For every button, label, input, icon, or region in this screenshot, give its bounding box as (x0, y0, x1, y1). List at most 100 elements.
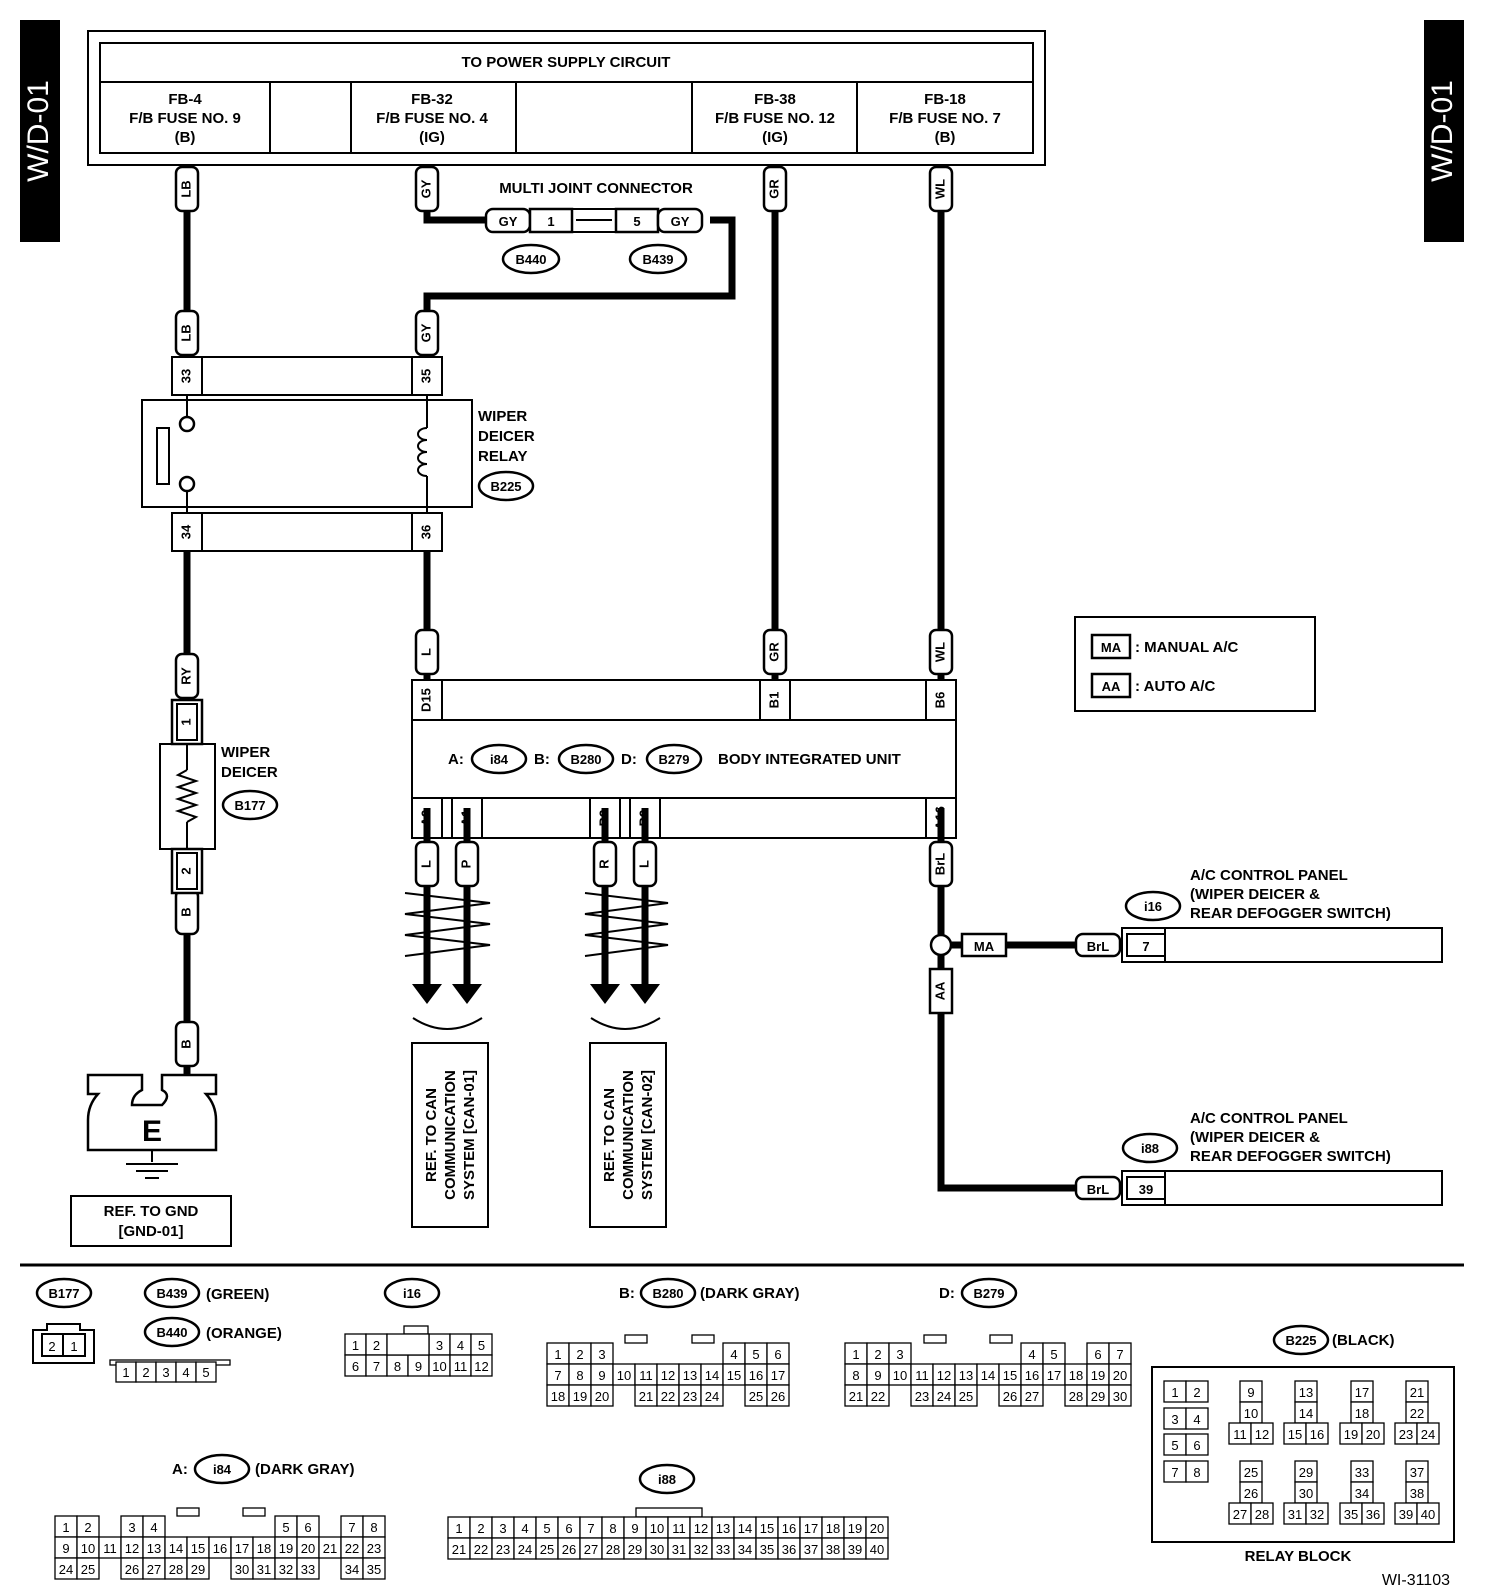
ground-ref: REF. TO GND (104, 1203, 199, 1220)
pin-number: 31 (672, 1542, 686, 1557)
pin-number: 35 (1344, 1507, 1358, 1522)
pin-number: 17 (804, 1521, 818, 1536)
pin-cell (296, 1557, 320, 1580)
multi-joint-title: MULTI JOINT CONNECTOR (499, 180, 693, 197)
pin-number: 8 (852, 1368, 859, 1383)
relay-label: RELAY (478, 448, 527, 465)
svg-text:COMMUNICATION: COMMUNICATION (620, 1070, 637, 1200)
pin-number: 10 (432, 1359, 446, 1374)
pin-number: 4 (150, 1520, 157, 1535)
pin-number: 18 (1069, 1368, 1083, 1383)
pin-number: 20 (1366, 1427, 1380, 1442)
pin-number: 30 (650, 1542, 664, 1557)
svg-text:(WIPER DEICER &: (WIPER DEICER & (1190, 1129, 1320, 1146)
ground-symbol: E REF. TO GND [GND-01] (70, 1073, 232, 1247)
pin-cell (865, 1537, 889, 1560)
pin-number: 12 (661, 1368, 675, 1383)
pin-number: 3 (436, 1338, 443, 1353)
pin-cell (1416, 1422, 1440, 1445)
pin-number: 3 (598, 1347, 605, 1362)
pin-number: 38 (1410, 1486, 1424, 1501)
pin-number: 26 (562, 1542, 576, 1557)
pin-number: 7 (348, 1520, 355, 1535)
pin-number: 29 (191, 1562, 205, 1577)
connector-id: i16 (403, 1286, 421, 1301)
pin-number: 14 (738, 1521, 752, 1536)
pin-number: 14 (1299, 1406, 1313, 1421)
svg-text:2: 2 (48, 1339, 55, 1354)
wire-color-label: GR (766, 642, 781, 662)
connector-latch (176, 1507, 200, 1517)
svg-text:A1: A1 (458, 810, 473, 827)
connector-latch (624, 1334, 648, 1344)
pin-number: 1 (1171, 1385, 1178, 1400)
pin-number: 22 (661, 1389, 675, 1404)
connector-id: i84 (213, 1462, 232, 1477)
pin-number: 6 (565, 1521, 572, 1536)
svg-text:SYSTEM [CAN-01]: SYSTEM [CAN-01] (461, 1070, 478, 1200)
pin-number: 9 (415, 1359, 422, 1374)
connector-b177: B177 2 1 (32, 1277, 95, 1364)
pin-number: 21 (452, 1542, 466, 1557)
pin-number: 4 (457, 1338, 464, 1353)
pin-number: 13 (683, 1368, 697, 1383)
svg-text:(WIPER DEICER &: (WIPER DEICER & (1190, 886, 1320, 903)
wire-color-label: R (596, 859, 611, 869)
fuse-code: FB-32 (411, 91, 453, 108)
svg-text:B1: B1 (766, 692, 781, 709)
pin-number: 18 (257, 1541, 271, 1556)
relay-block-label: RELAY BLOCK (1245, 1548, 1352, 1565)
pin-number: 21 (639, 1389, 653, 1404)
pin-cell (1305, 1502, 1329, 1525)
svg-text:39: 39 (1139, 1182, 1153, 1197)
svg-text:7: 7 (1142, 939, 1149, 954)
can-ref-02: REF. TO CAN COMMUNICATION SYSTEM [CAN-02… (589, 1042, 667, 1228)
pin-number: 2 (373, 1338, 380, 1353)
svg-text:GY: GY (499, 214, 518, 229)
ground-ref: [GND-01] (118, 1223, 183, 1240)
pin-number: 39 (1399, 1507, 1413, 1522)
pin-number: 1 (62, 1520, 69, 1535)
pin-cell (1108, 1384, 1132, 1407)
connector-latch (989, 1334, 1013, 1344)
page-tag-left: W/D-01 (20, 20, 60, 242)
pin-number: 15 (1288, 1427, 1302, 1442)
pin-number: 18 (826, 1521, 840, 1536)
pin-number: 23 (915, 1389, 929, 1404)
pin-number: 9 (598, 1368, 605, 1383)
svg-text:B:: B: (619, 1285, 635, 1302)
pin-number: 8 (609, 1521, 616, 1536)
svg-text:BrL: BrL (1087, 1182, 1109, 1197)
ac-legend: MA : MANUAL A/C AA : AUTO A/C (1074, 616, 1316, 712)
pin-number: 39 (848, 1542, 862, 1557)
pin-number: 33 (1355, 1465, 1369, 1480)
pin-number: 3 (128, 1520, 135, 1535)
svg-text:B:: B: (534, 751, 550, 768)
pin-number: 1 (852, 1347, 859, 1362)
pin-number: 3 (896, 1347, 903, 1362)
connector-id: B440 (156, 1325, 187, 1340)
pin-number: 7 (554, 1368, 561, 1383)
pin-number: 13 (716, 1521, 730, 1536)
fuse-name: F/B FUSE NO. 9 (129, 110, 241, 127)
pin-number: 25 (540, 1542, 554, 1557)
pin-number: 12 (474, 1359, 488, 1374)
pin-number: 20 (301, 1541, 315, 1556)
pin-number: 1 (455, 1521, 462, 1536)
pin-number: 16 (782, 1521, 796, 1536)
wire-color-label: WL (932, 642, 947, 662)
relay-pin: 34 (178, 524, 193, 539)
pin-number: 6 (1193, 1438, 1200, 1453)
pin-number: 7 (373, 1359, 380, 1374)
pin-number: 3 (499, 1521, 506, 1536)
pin-number: 6 (774, 1347, 781, 1362)
svg-text:5: 5 (633, 214, 640, 229)
relay-pin: 35 (418, 369, 433, 383)
pin-cell (700, 1384, 724, 1407)
pin-number: 5 (1171, 1438, 1178, 1453)
pin-number: 28 (169, 1562, 183, 1577)
svg-text:(ORANGE): (ORANGE) (206, 1325, 282, 1342)
